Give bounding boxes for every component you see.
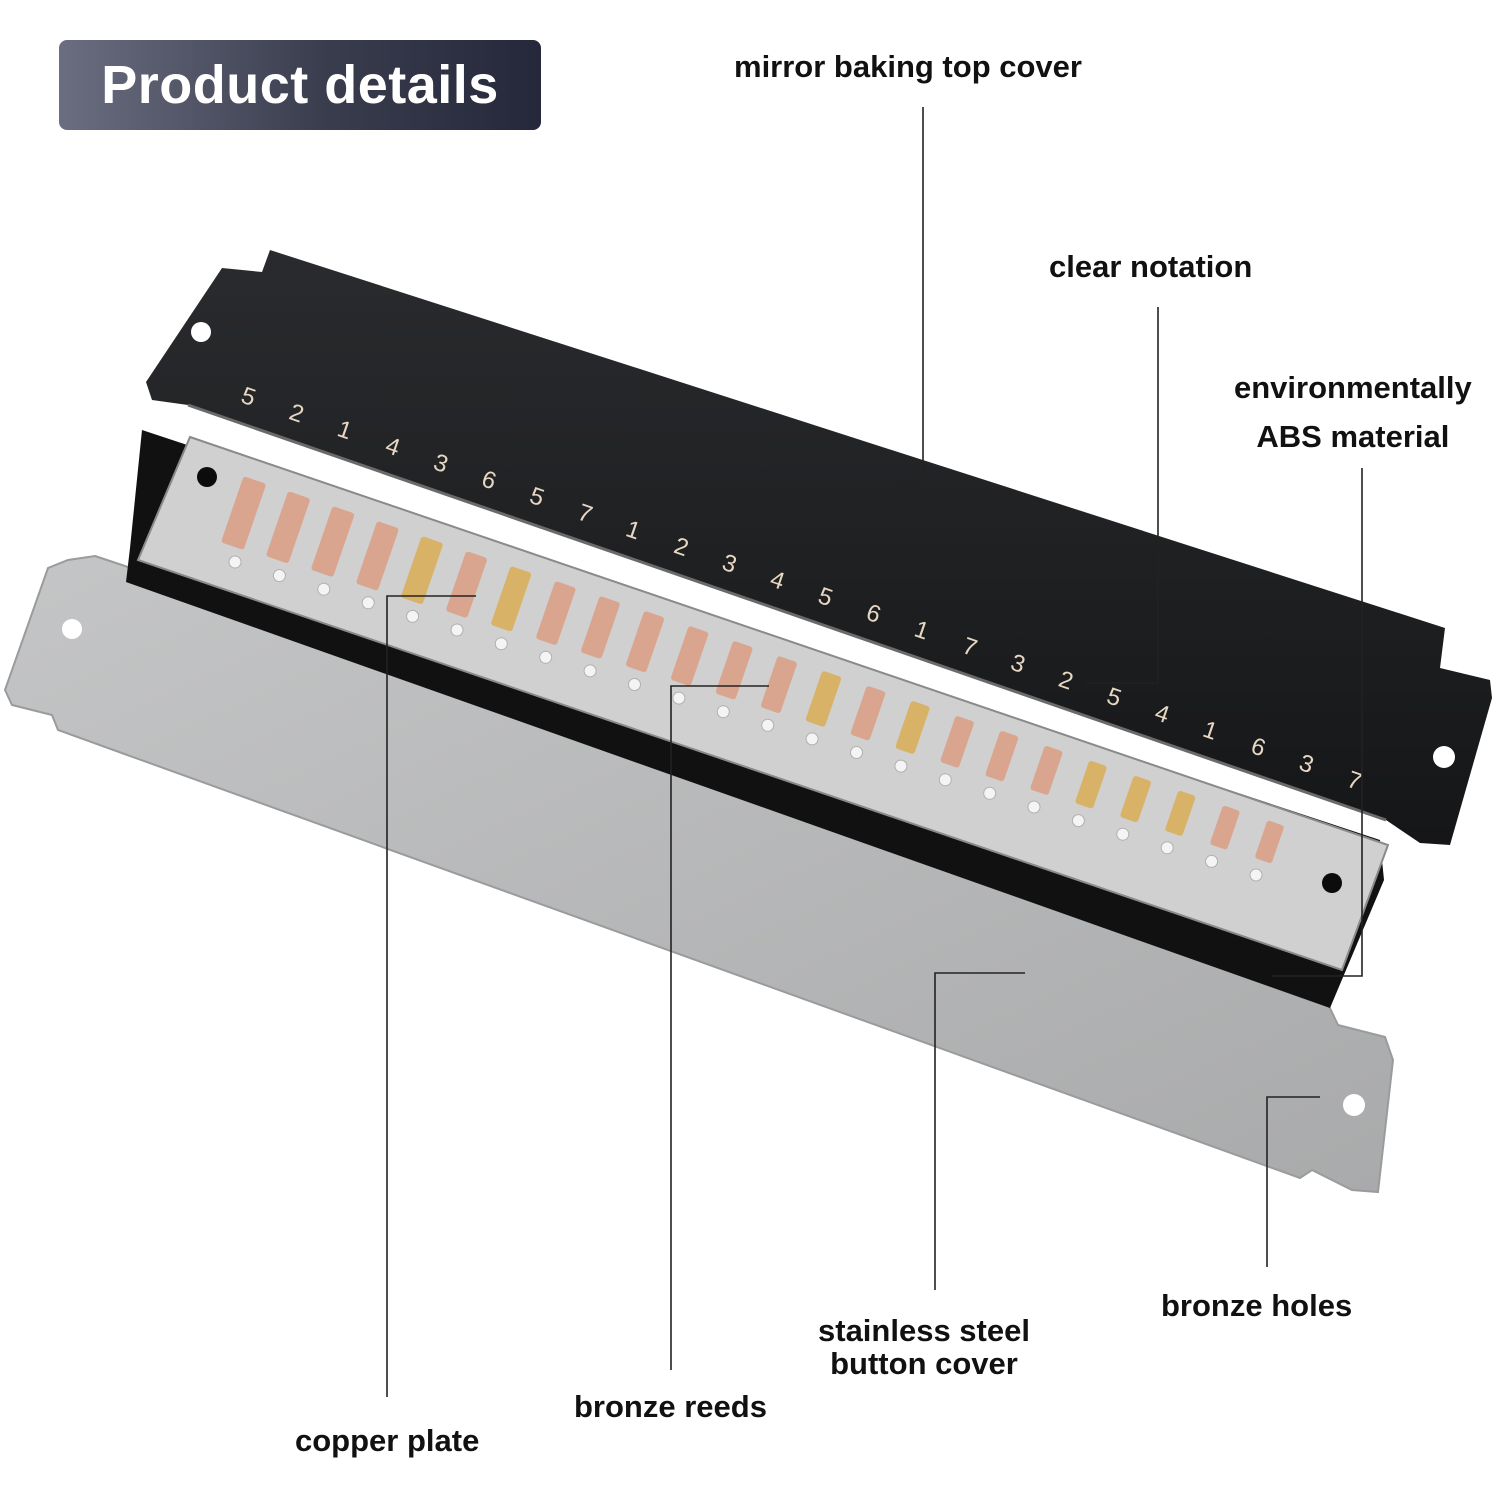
rivet — [1116, 827, 1130, 841]
reed — [985, 731, 1019, 782]
reed — [1120, 776, 1151, 823]
reed — [581, 596, 620, 659]
reed — [311, 506, 355, 577]
reed — [491, 566, 532, 632]
reed — [1030, 746, 1063, 795]
reed — [1210, 805, 1240, 850]
reed — [1255, 820, 1284, 863]
rivet — [983, 786, 997, 800]
rivet — [1071, 814, 1085, 828]
rivet — [672, 691, 686, 705]
mirror-top-cover — [146, 250, 1492, 845]
reed — [1075, 761, 1107, 809]
callout-bronze-holes: bronze holes — [1161, 1288, 1353, 1323]
reed — [761, 656, 797, 713]
callout-top-cover: mirror baking top cover — [734, 49, 1082, 84]
rivet — [539, 650, 553, 664]
reed — [805, 671, 842, 727]
reed — [446, 551, 487, 618]
reed — [536, 581, 576, 645]
rivet — [716, 705, 730, 719]
page-title: Product details — [59, 40, 541, 130]
reed — [221, 476, 266, 550]
callout-bronze-reeds: bronze reeds — [574, 1389, 767, 1424]
callout-button-cover-line1: stainless steel — [818, 1313, 1030, 1348]
reed — [940, 716, 974, 768]
rivet — [938, 773, 952, 787]
reed — [715, 641, 753, 700]
rivet — [850, 746, 863, 759]
leader-lines — [386, 107, 1363, 1397]
rivet — [1027, 800, 1041, 814]
callout-material-line1: environmentally — [1234, 370, 1472, 405]
rivet — [583, 664, 597, 678]
reed — [356, 521, 399, 591]
callout-button-cover-line2: button cover — [830, 1346, 1018, 1381]
reed — [895, 701, 930, 754]
bronze-hole-right — [1343, 1094, 1365, 1116]
rivet — [361, 596, 375, 610]
bronze-reeds — [221, 476, 1284, 882]
rivet — [894, 759, 908, 773]
bronze-hole-left — [62, 619, 82, 639]
rivet — [494, 637, 508, 651]
rivet — [450, 623, 464, 637]
reed — [1165, 791, 1196, 836]
stainless-steel-button-cover — [3, 554, 1395, 1194]
callout-material: environmentally ABS material — [1234, 371, 1472, 453]
rivet — [1249, 868, 1263, 882]
reed — [626, 611, 664, 673]
reed — [266, 491, 310, 563]
callout-copper-plate: copper plate — [295, 1423, 480, 1458]
rivet — [272, 569, 286, 583]
reed — [671, 626, 709, 686]
rivet — [1205, 854, 1219, 868]
rivet — [1160, 841, 1174, 855]
callout-button-cover: stainless steel button cover — [818, 1314, 1030, 1380]
rivet — [406, 609, 420, 623]
rivet — [228, 555, 242, 569]
rivet — [317, 582, 331, 596]
reed — [401, 536, 443, 604]
callout-notation: clear notation — [1049, 249, 1253, 284]
rivet — [628, 678, 641, 691]
rivet — [761, 718, 775, 732]
rivet — [805, 732, 819, 746]
reed — [850, 686, 886, 741]
callout-material-line2: ABS material — [1256, 419, 1450, 454]
